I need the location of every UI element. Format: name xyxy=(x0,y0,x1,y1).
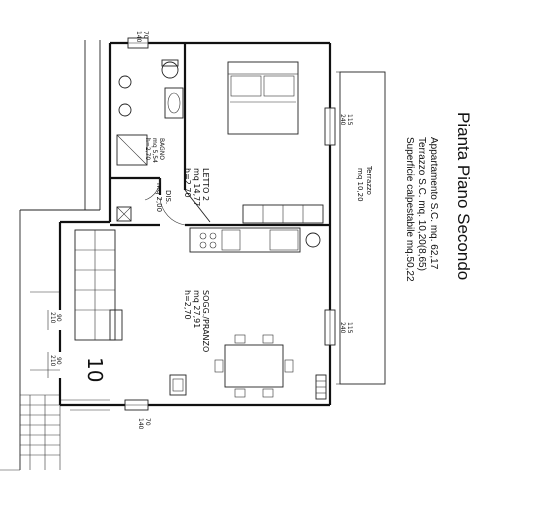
door-left-lower: 90 210 xyxy=(47,352,62,378)
window-right-upper-width: 115 xyxy=(346,114,353,126)
letto-name: LETTO 2 xyxy=(201,168,210,201)
left-stair-area xyxy=(0,40,110,471)
window-right-lower: 115 240 xyxy=(324,309,353,346)
soggiorno-area: mq 27,91 xyxy=(192,290,201,328)
window-right-upper: 115 240 xyxy=(324,107,353,146)
outer-walls xyxy=(58,41,332,407)
window-bottom-height: 140 xyxy=(137,418,144,430)
window-bottom: 70 140 xyxy=(124,399,151,430)
door-left-upper-width: 90 xyxy=(55,314,62,322)
door-left-upper: 90 210 xyxy=(47,310,62,330)
window-top: 70 140 xyxy=(127,31,149,49)
summary-apartment: Appartamento S.C. mq. 62,17 xyxy=(428,137,439,270)
window-right-lower-height: 240 xyxy=(339,322,346,334)
bed xyxy=(227,61,299,135)
terrazzo-area: mq 10,20 xyxy=(356,168,364,202)
kitchen-counter xyxy=(189,227,321,253)
terrazzo-name: Terrazzo xyxy=(365,165,373,195)
window-right-lower-width: 115 xyxy=(346,322,353,334)
radiator xyxy=(315,374,327,400)
soggiorno-height: h=2,70 xyxy=(183,290,192,320)
summary-terrace: Terrazzo S.C. mq. 10,20(8,65) xyxy=(416,137,427,271)
plan-title: Pianta Piano Secondo xyxy=(454,112,473,280)
window-right-upper-height: 240 xyxy=(339,114,346,126)
summary-walkable: Superficie calpestabile mq.50,22 xyxy=(404,137,415,282)
window-top-height: 140 xyxy=(135,31,142,43)
bagno-area: mq 5,54 xyxy=(151,138,158,163)
unit-number: 10 xyxy=(83,357,107,382)
bathroom-fixtures xyxy=(116,59,184,222)
letto-height: h=2,70 xyxy=(183,168,192,198)
dining-table xyxy=(214,334,294,398)
interior-walls xyxy=(110,43,330,227)
bagno-height: h=2,70 xyxy=(144,138,151,160)
terrace xyxy=(336,71,386,385)
window-top-width: 70 xyxy=(142,31,149,39)
door-left-upper-height: 210 xyxy=(49,312,56,324)
armchair xyxy=(169,374,187,396)
door-left-lower-height: 210 xyxy=(49,355,56,367)
soggiorno-name: SOGG./PRANZO xyxy=(201,290,210,352)
door-left-lower-width: 90 xyxy=(55,357,62,365)
bagno-name: BAGNO xyxy=(158,138,165,160)
wardrobe xyxy=(242,204,324,224)
dis-name: DIS. xyxy=(164,190,172,204)
stair-steps xyxy=(20,394,110,470)
internal-stairs xyxy=(74,229,123,341)
letto-area: mq 14,77 xyxy=(192,168,201,206)
window-bottom-width: 70 xyxy=(144,418,151,426)
dis-area: mq 2,00 xyxy=(155,183,163,212)
